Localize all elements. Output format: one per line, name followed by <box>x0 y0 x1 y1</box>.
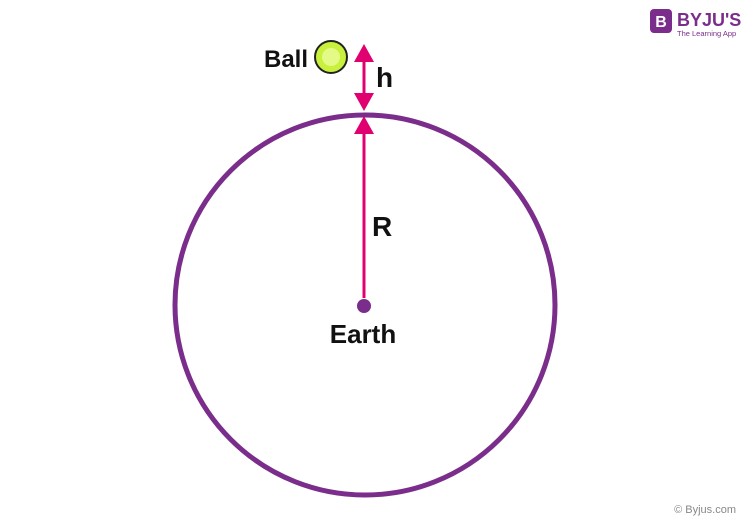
earth-center-dot <box>357 299 371 313</box>
brand-name: BYJU'S <box>677 10 741 30</box>
byjus-b-logo-icon <box>650 9 672 33</box>
copyright-text: © Byjus.com <box>674 504 736 516</box>
radius-arrow <box>354 116 374 298</box>
radius-arrow-head-up <box>354 116 374 134</box>
earth-label: Earth <box>330 319 396 349</box>
brand-logo: B BYJU'S The Learning App <box>650 9 741 38</box>
byjus-b-logo-letter: B <box>655 14 667 31</box>
height-label: h <box>376 62 393 93</box>
height-arrow-head-down <box>354 93 374 111</box>
ball-highlight <box>322 48 340 66</box>
height-arrow-head-up <box>354 44 374 62</box>
ball-label: Ball <box>264 46 308 73</box>
radius-label: R <box>372 211 392 242</box>
brand-tagline: The Learning App <box>677 29 736 38</box>
earth-circle <box>172 112 558 498</box>
height-arrow <box>354 44 374 111</box>
